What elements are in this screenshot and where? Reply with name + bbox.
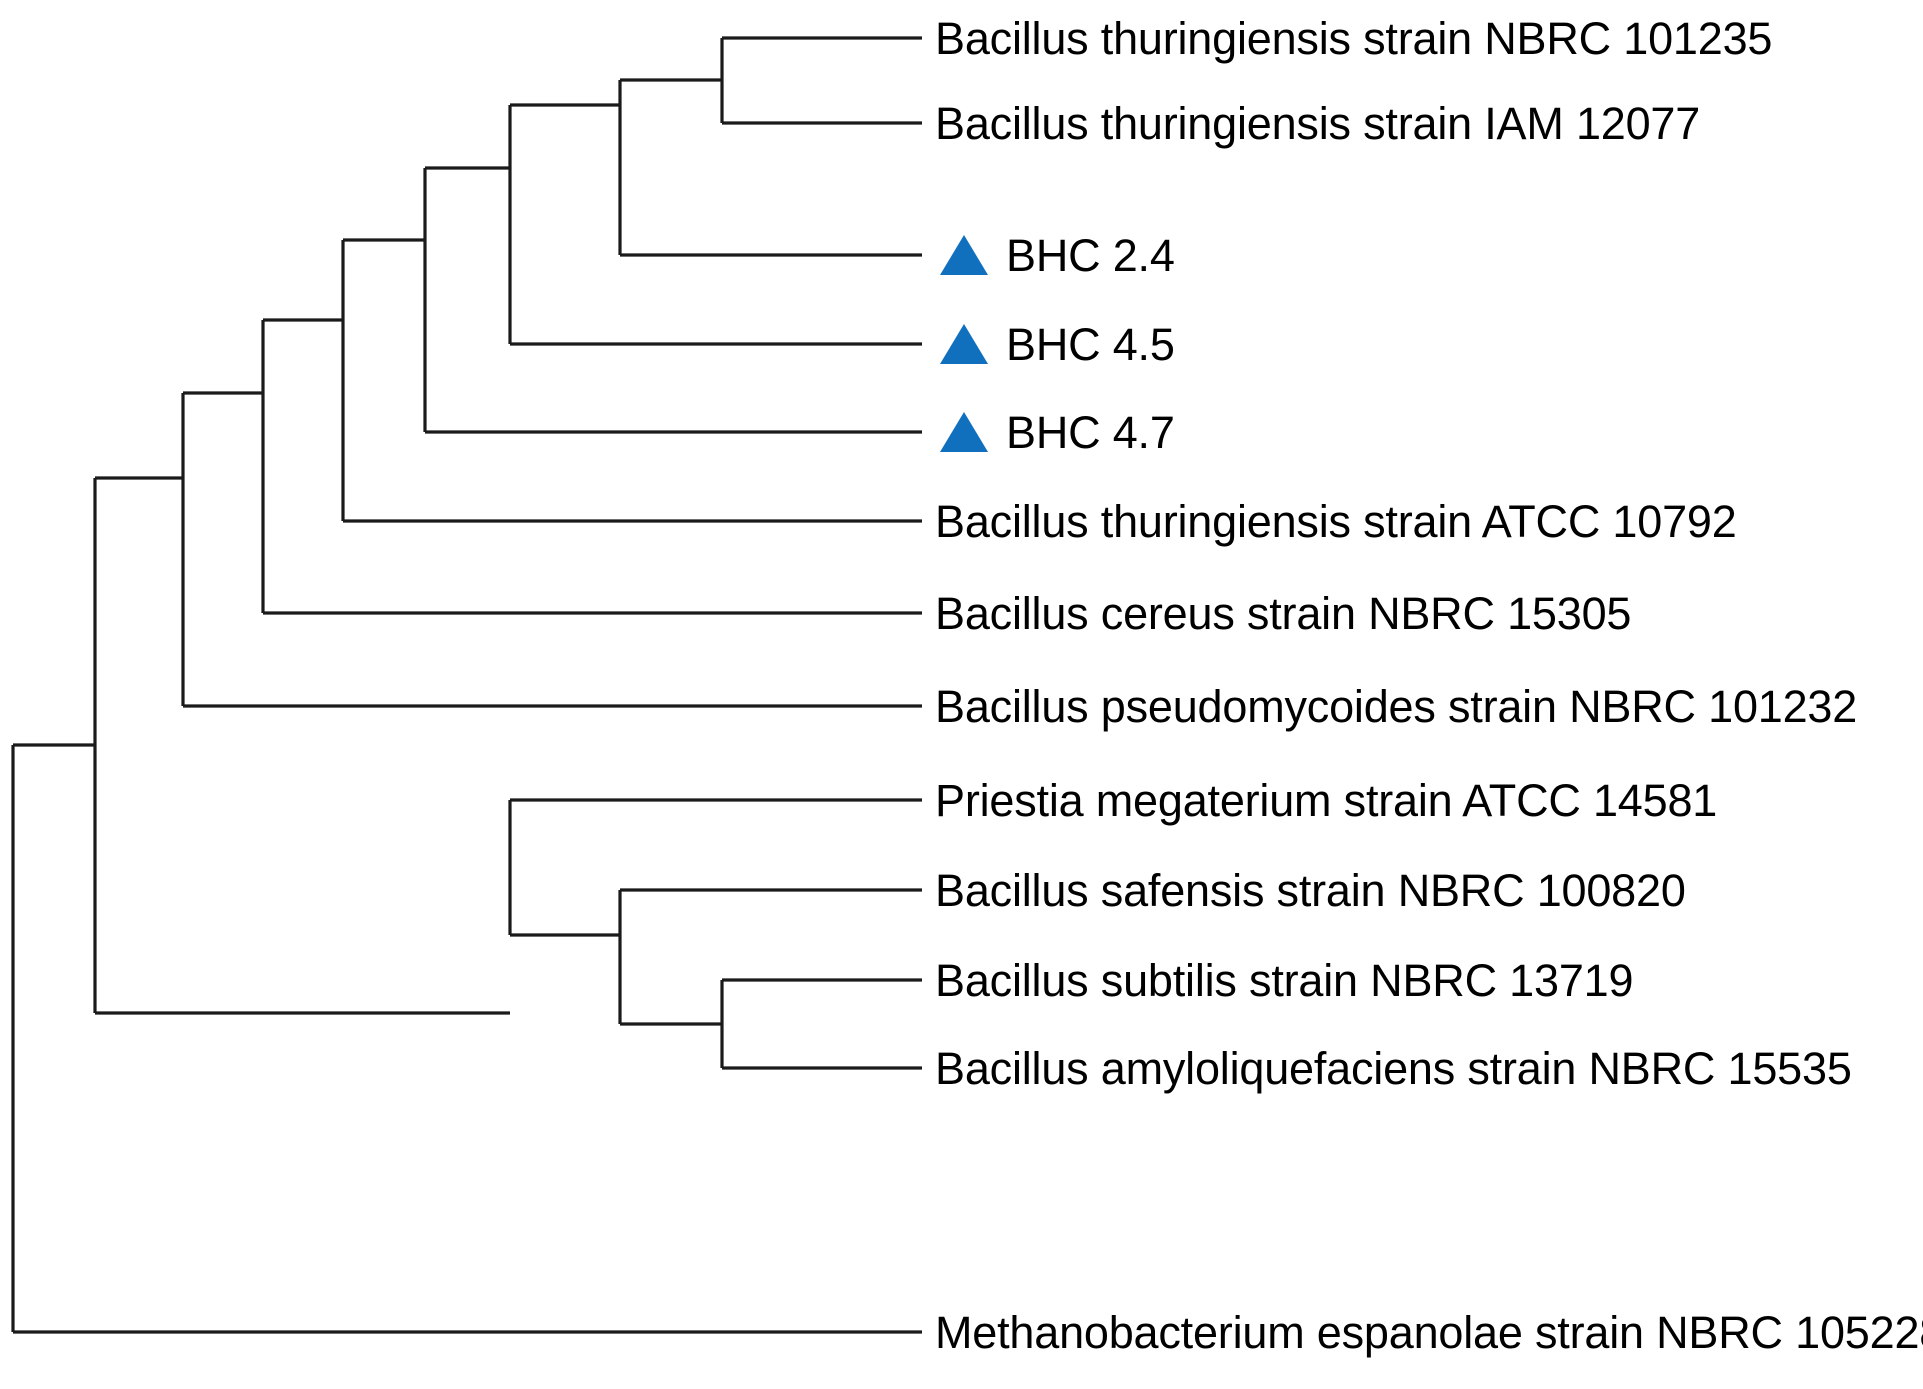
leaf-label: Bacillus thuringiensis strain NBRC 10123… [935,12,1773,64]
leaf-row-bhc-4-5[interactable]: BHC 4.5 [938,312,1175,376]
triangle-up-icon [938,233,990,277]
leaf-label: Bacillus amyloliquefaciens strain NBRC 1… [935,1042,1852,1094]
triangle-up-icon [938,322,990,366]
leaf-label: Priestia megaterium strain ATCC 14581 [935,774,1718,826]
leaf-label: BHC 4.7 [1006,406,1175,458]
leaf-row-thuringiensis-nbrc101235[interactable]: Bacillus thuringiensis strain NBRC 10123… [935,6,1772,70]
leaf-label: Bacillus cereus strain NBRC 15305 [935,587,1632,639]
leaf-row-thuringiensis-iam12077[interactable]: Bacillus thuringiensis strain IAM 12077 [935,91,1700,155]
leaf-label: Bacillus subtilis strain NBRC 13719 [935,954,1634,1006]
leaf-row-amyloliquefaciens-nbrc15535[interactable]: Bacillus amyloliquefaciens strain NBRC 1… [935,1036,1852,1100]
leaf-row-bhc-4-7[interactable]: BHC 4.7 [938,400,1175,464]
leaf-row-subtilis-nbrc13719[interactable]: Bacillus subtilis strain NBRC 13719 [935,948,1634,1012]
leaf-row-cereus-nbrc15305[interactable]: Bacillus cereus strain NBRC 15305 [935,581,1631,645]
leaf-label: BHC 4.5 [1006,318,1175,370]
leaf-label: Bacillus pseudomycoides strain NBRC 1012… [935,680,1858,732]
leaf-label: Bacillus thuringiensis strain IAM 12077 [935,97,1701,149]
leaf-label: Methanobacterium espanolae strain NBRC 1… [935,1306,1923,1358]
leaf-label: BHC 2.4 [1006,229,1175,281]
leaf-label: Bacillus safensis strain NBRC 100820 [935,864,1686,916]
leaf-row-pseudomycoides-nbrc101232[interactable]: Bacillus pseudomycoides strain NBRC 1012… [935,674,1857,738]
triangle-up-icon [938,410,990,454]
leaf-row-thuringiensis-atcc10792[interactable]: Bacillus thuringiensis strain ATCC 10792 [935,489,1737,553]
leaf-row-bhc-2-4[interactable]: BHC 2.4 [938,223,1175,287]
leaf-row-methanobacterium-espanolae-nbrc105228[interactable]: Methanobacterium espanolae strain NBRC 1… [935,1300,1923,1364]
leaf-label: Bacillus thuringiensis strain ATCC 10792 [935,495,1737,547]
leaf-row-priestia-megaterium-atcc14581[interactable]: Priestia megaterium strain ATCC 14581 [935,768,1717,832]
leaf-row-safensis-nbrc100820[interactable]: Bacillus safensis strain NBRC 100820 [935,858,1686,922]
